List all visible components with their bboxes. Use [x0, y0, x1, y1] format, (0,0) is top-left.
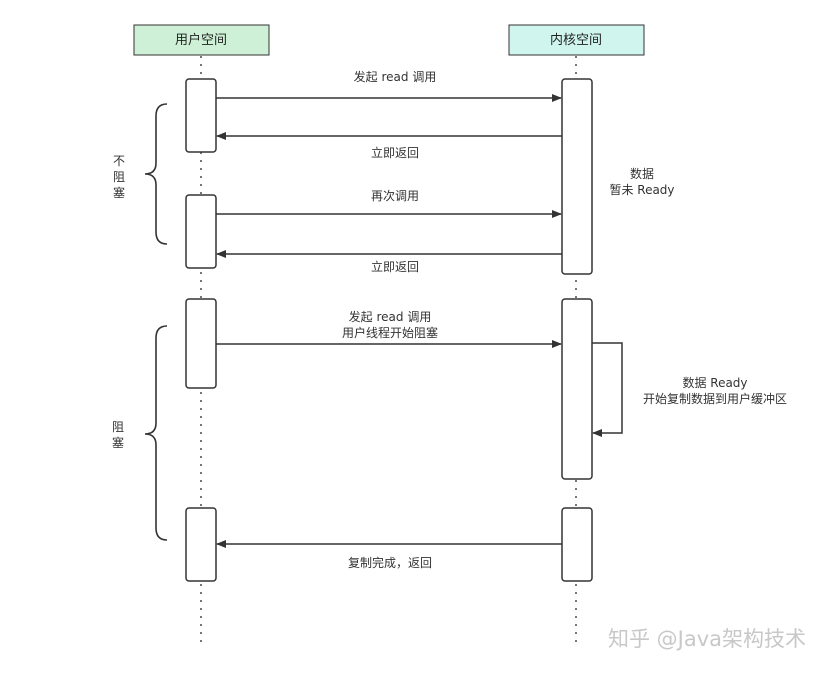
note-ready-line-1: 数据 Ready — [682, 375, 747, 390]
brace-blocking — [144, 325, 168, 541]
message-label-4: 立即返回 — [371, 259, 419, 274]
message-label-3: 再次调用 — [371, 189, 419, 203]
user-activation-2 — [185, 194, 217, 269]
kernel-activation-3 — [561, 507, 593, 582]
message-label-6: 复制完成，返回 — [348, 555, 432, 570]
message-label-2: 立即返回 — [371, 145, 419, 160]
kernel-activation-2 — [561, 298, 593, 480]
message-label-5-line-2: 用户线程开始阻塞 — [342, 325, 438, 340]
actor-kernel-box — [508, 24, 645, 56]
brace-label-nonblocking-char-3: 塞 — [113, 185, 125, 200]
actor-user-label: 用户空间 — [175, 32, 227, 48]
note-not-ready-line-2: 暂未 Ready — [609, 183, 674, 197]
note-ready-line-2: 开始复制数据到用户缓冲区 — [643, 391, 787, 406]
actor-user-box — [133, 24, 270, 56]
kernel-activation-1 — [561, 78, 593, 275]
watermark: 知乎 @Java架构技术 — [608, 627, 806, 651]
user-activation-4 — [185, 507, 217, 582]
brace-label-blocking-char-2: 塞 — [112, 435, 124, 450]
message-label-1: 发起 read 调用 — [354, 69, 437, 84]
user-activation-3 — [185, 298, 217, 389]
actor-kernel-label: 内核空间 — [550, 32, 602, 48]
brace-label-blocking-char-1: 阻 — [112, 420, 124, 434]
actor-user: 用户空间 — [133, 24, 270, 56]
message-label-5-line-1: 发起 read 调用 — [349, 309, 432, 324]
note-not-ready-line-1: 数据 — [630, 166, 654, 181]
brace-label-nonblocking-char-1: 不 — [113, 154, 125, 168]
brace-label-nonblocking-char-2: 阻 — [113, 170, 125, 184]
actor-kernel: 内核空间 — [508, 24, 645, 56]
brace-nonblocking — [144, 103, 168, 245]
user-activation-1 — [185, 78, 217, 153]
self-call-arrow — [592, 342, 623, 437]
